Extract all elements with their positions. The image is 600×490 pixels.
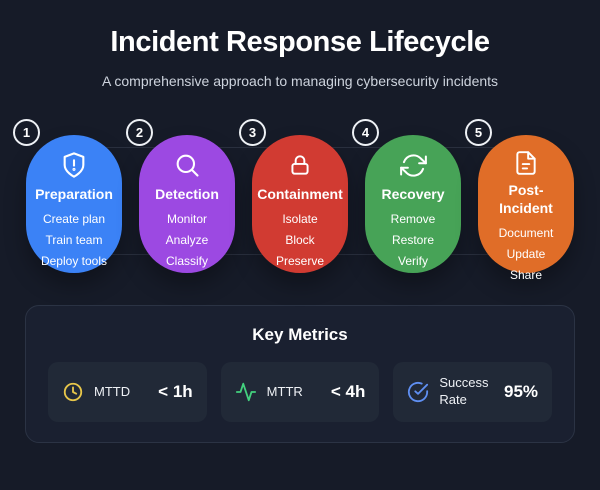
stage-title: Post-Incident — [499, 182, 553, 217]
stage-number-badge: 4 — [352, 119, 379, 146]
stage-item: Restore — [391, 233, 435, 248]
stage-title: Recovery — [381, 186, 445, 202]
lock-icon — [287, 150, 313, 180]
stage-item: Train team — [45, 233, 103, 248]
metric-value: 95% — [503, 382, 539, 401]
clock-icon — [62, 381, 84, 403]
stage-pill-post-incident: 5 Post-Incident Document Update Share — [465, 119, 574, 282]
header: Incident Response Lifecycle A comprehens… — [0, 0, 600, 89]
stage-pill-containment: 3 Containment Isolate Block Preserve — [239, 119, 348, 273]
stage-item: Classify — [165, 254, 208, 269]
stage-item: Preserve — [275, 254, 325, 269]
stage-item: Analyze — [165, 233, 209, 248]
stage-item: Document — [498, 226, 554, 241]
key-metrics-title: Key Metrics — [252, 325, 348, 344]
stage-number-badge: 5 — [465, 119, 492, 146]
metric-cards: MTTD < 1h MTTR < 4h — [48, 362, 553, 422]
stage-item: Monitor — [166, 212, 207, 227]
metric-card-mttd: MTTD < 1h — [48, 362, 207, 422]
stage-item: Block — [285, 233, 315, 248]
stage-items: Create plan Train team Deploy tools — [41, 209, 107, 272]
lifecycle-stages: 1 Preparation Create plan Train team Dep… — [0, 119, 600, 282]
stage-item: Share — [509, 268, 542, 283]
activity-icon — [235, 381, 257, 403]
refresh-icon — [399, 150, 427, 180]
stage-pill-recovery: 4 Recovery Remove Restore Verify — [352, 119, 461, 273]
stage-item: Create plan — [42, 212, 106, 227]
shield-alert-icon — [60, 150, 88, 180]
stage-number-badge: 3 — [239, 119, 266, 146]
stage-number-badge: 1 — [13, 119, 40, 146]
stage-items: Remove Restore Verify — [391, 209, 436, 272]
stage-item: Update — [506, 247, 546, 262]
stage-title: Detection — [155, 186, 219, 202]
metric-value: < 4h — [330, 382, 366, 401]
stage-item: Remove — [390, 212, 436, 227]
search-icon — [173, 150, 201, 180]
stage-item: Isolate — [282, 212, 318, 227]
stage-items: Monitor Analyze Classify — [166, 209, 209, 272]
metric-card-mttr: MTTR < 4h — [220, 362, 380, 422]
document-icon — [513, 150, 539, 176]
stage-item: Verify — [397, 254, 428, 269]
metric-label: MTTR — [266, 383, 303, 399]
stage-number-badge: 2 — [126, 119, 153, 146]
metric-label: MTTD — [94, 383, 131, 399]
page-title: Incident Response Lifecycle — [110, 26, 490, 58]
stage-items: Document Update Share — [499, 223, 554, 286]
metric-value: < 1h — [158, 382, 193, 401]
page-subtitle: A comprehensive approach to managing cyb… — [101, 73, 499, 89]
stage-item: Deploy tools — [40, 254, 108, 269]
stage-title: Containment — [257, 186, 343, 202]
check-circle-icon — [407, 381, 429, 403]
key-metrics-panel: Key Metrics MTTD < 1h MTTR — [25, 305, 575, 443]
metric-card-success-rate: Success Rate 95% — [393, 362, 553, 422]
stage-items: Isolate Block Preserve — [276, 209, 324, 272]
metric-label: Success Rate — [439, 375, 489, 407]
stage-pill-detection: 2 Detection Monitor Analyze Classify — [126, 119, 235, 273]
stage-title: Preparation — [35, 186, 113, 202]
stage-pill-preparation: 1 Preparation Create plan Train team Dep… — [13, 119, 122, 273]
